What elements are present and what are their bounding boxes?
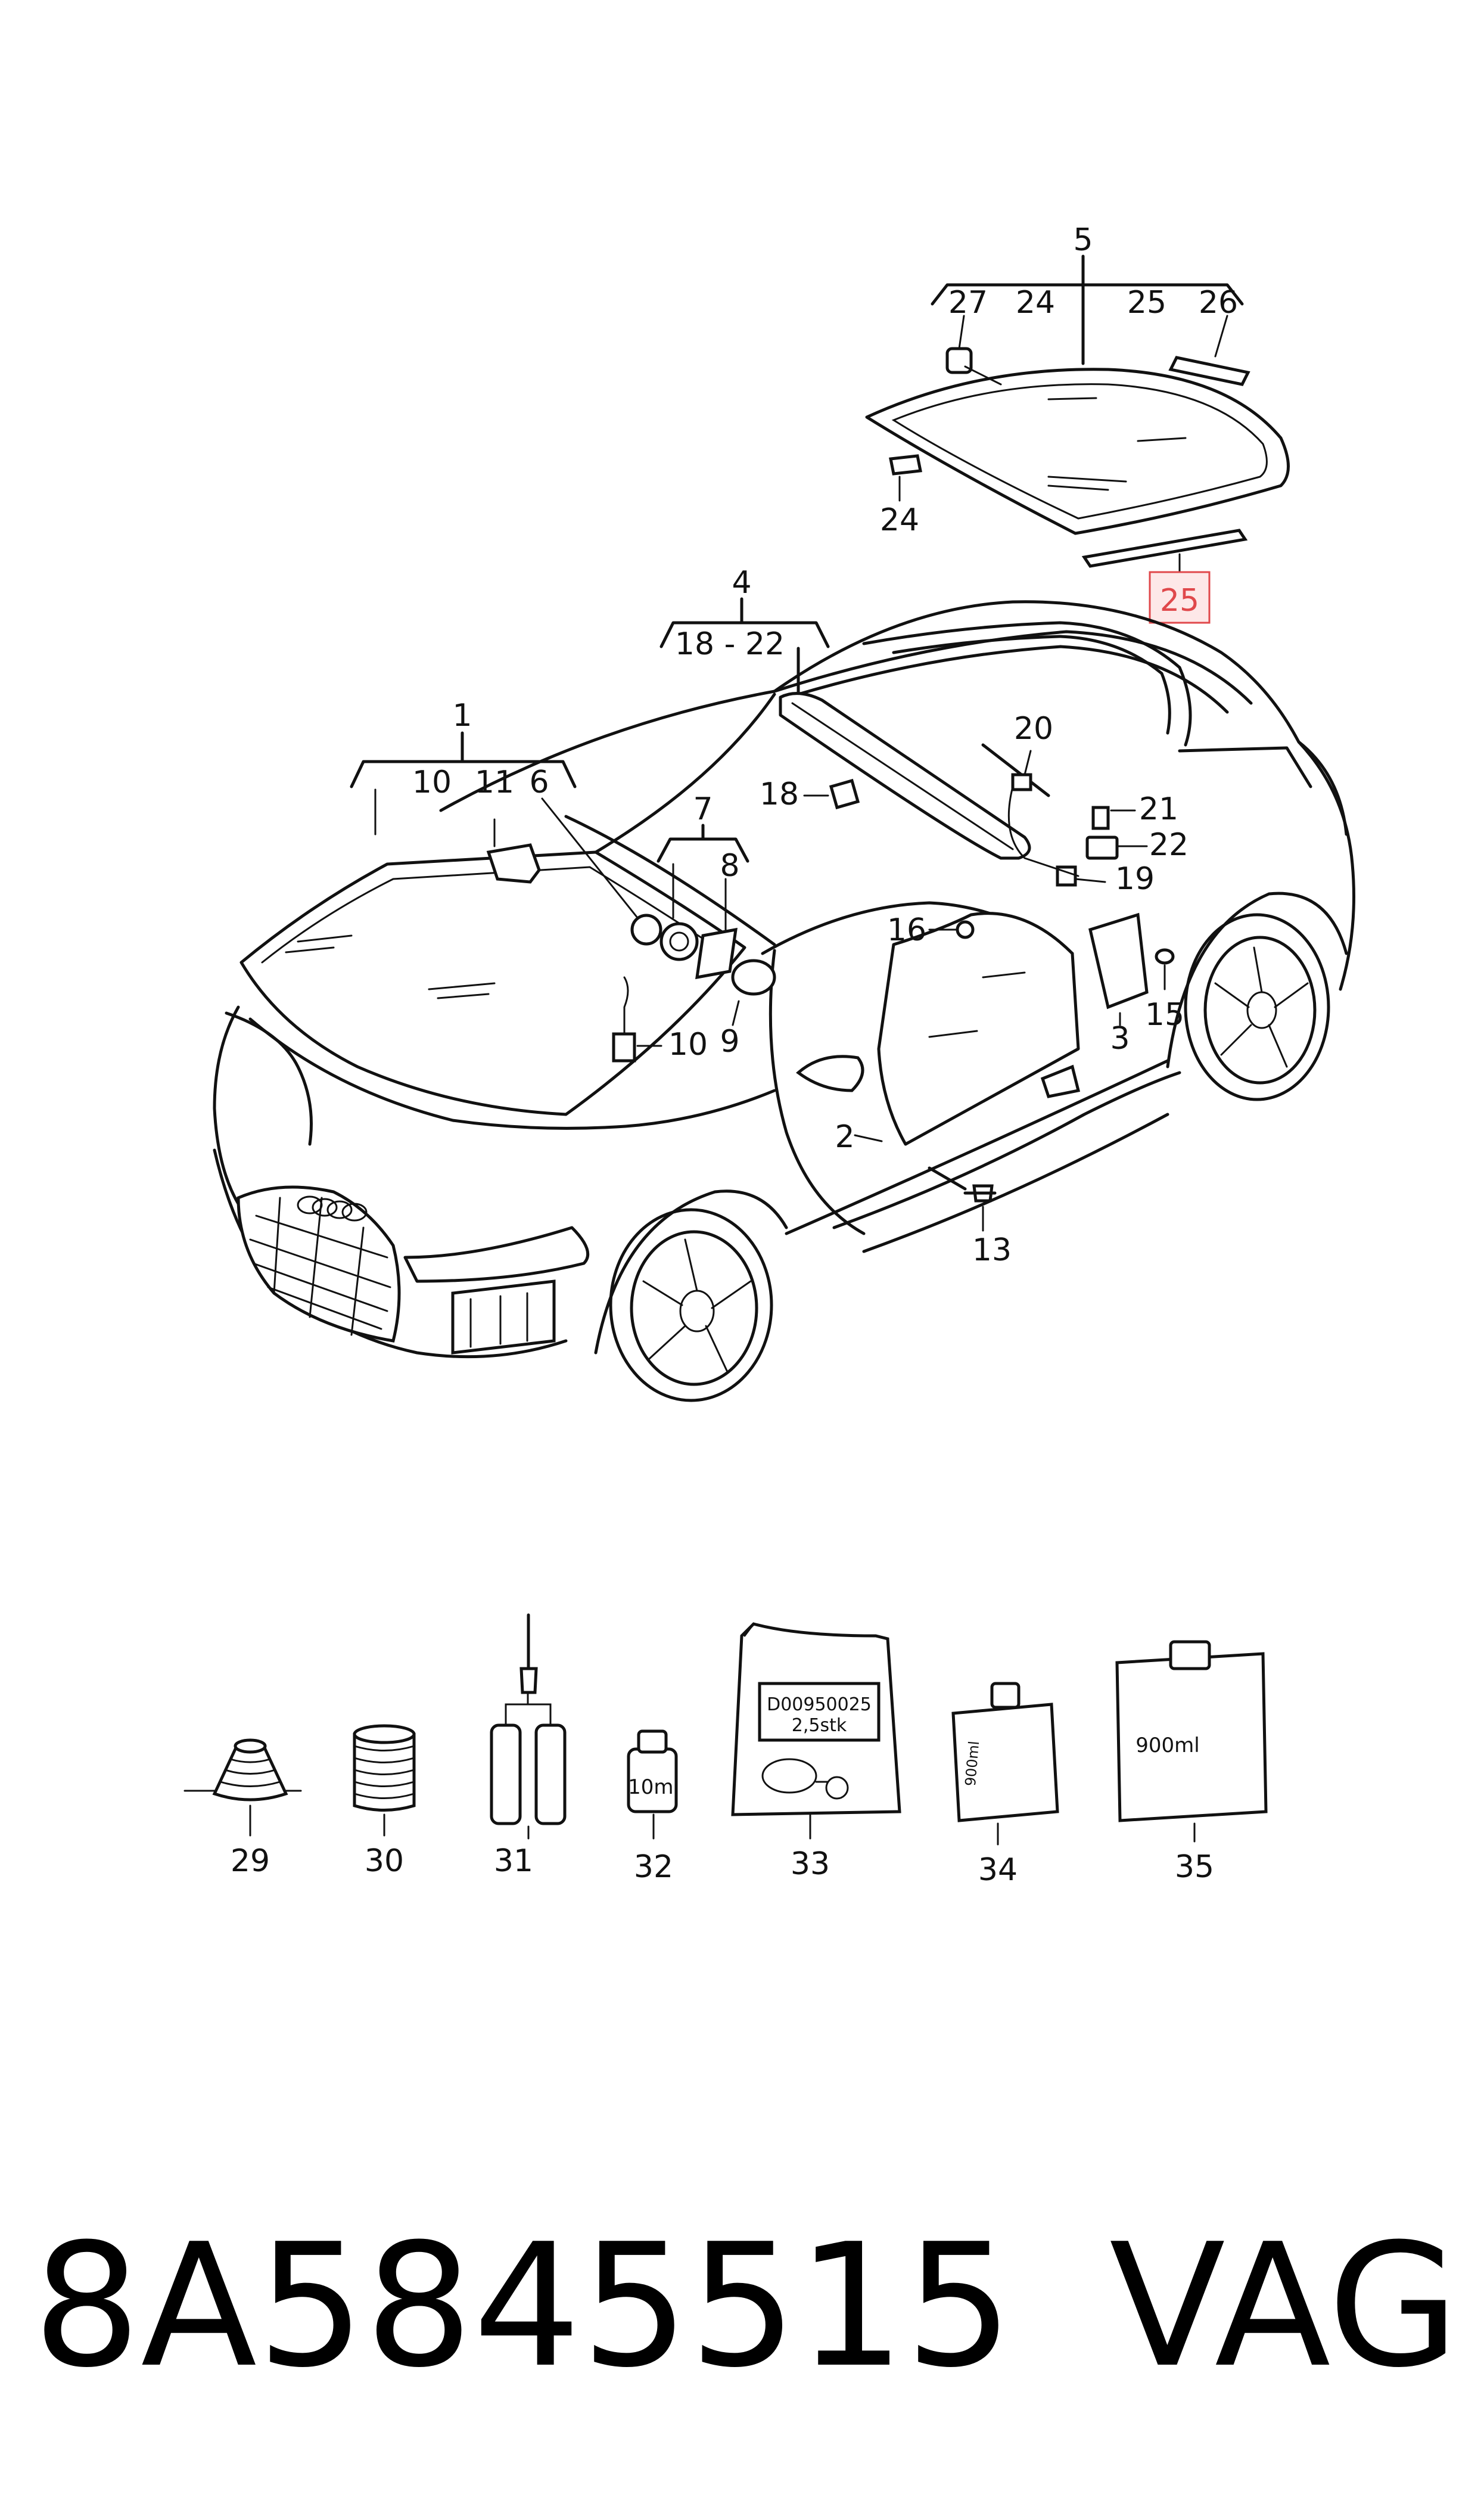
heater-connector[interactable] [945, 315, 1002, 386]
windshield-parts [350, 731, 776, 1063]
callout-13: 13 [972, 1232, 1012, 1268]
item-31-twin-cartridge[interactable]: 31 [490, 1613, 567, 1879]
callout-4: 4 [732, 565, 751, 601]
item-30-coil[interactable]: 30 [353, 1724, 416, 1879]
roof-parts [659, 597, 1175, 1232]
item-29-sealing-cord[interactable]: 29 [183, 1738, 302, 1879]
kit-label-line2: 2,5stk [792, 1715, 847, 1736]
sensor-pad[interactable] [695, 878, 738, 980]
callout-25a: 25 [1127, 285, 1166, 321]
side-mirror [796, 1055, 864, 1092]
roof-wiring-20[interactable] [981, 743, 1050, 797]
item-34-cleaner-900ml[interactable]: 900ml 34 [951, 1682, 1059, 1888]
rain-sensor-cover[interactable] [486, 818, 541, 884]
brand-name: VAG [1109, 2207, 1460, 2405]
label-10ml: 10ml [628, 1775, 679, 1799]
windshield-sensor-10[interactable] [612, 976, 662, 1063]
quarter-window[interactable] [1088, 912, 1149, 1010]
callout-11: 11 [475, 765, 514, 800]
kit-label-line1: D00950025 [767, 1694, 872, 1715]
roof-glass-panel[interactable] [779, 692, 1031, 860]
callout-24a: 24 [1016, 285, 1055, 321]
rear-wheel [1184, 913, 1330, 1101]
door-window-glass[interactable] [877, 912, 1080, 1146]
item-35-activator-900ml[interactable]: 900ml 35 [1115, 1640, 1268, 1885]
callout-16: 16 [887, 912, 926, 948]
callout-18: 18 [760, 776, 799, 812]
roof-connector-22[interactable] [1085, 835, 1148, 860]
label-900ml-34: 900ml [962, 1740, 983, 1787]
rear-window-seal[interactable] [1081, 529, 1248, 568]
accessories: 29 30 31 10ml 32 [183, 1613, 1268, 1888]
label-900ml-35: 900ml [1135, 1734, 1199, 1757]
highlight-box-25[interactable] [1149, 571, 1211, 624]
rear-window-assembly [865, 254, 1290, 624]
callout-24b: 24 [880, 502, 919, 538]
roof-buffer[interactable] [803, 778, 860, 810]
brand-rings [297, 1195, 368, 1222]
screw-13[interactable] [963, 1184, 997, 1232]
sensor-clip[interactable] [731, 959, 776, 1026]
callout-20: 20 [1014, 711, 1053, 747]
callout-18-22: 18 - 22 [675, 626, 785, 662]
callout-3: 3 [1110, 1021, 1130, 1057]
callout-31: 31 [494, 1843, 533, 1879]
callout-25b: 25 [1160, 583, 1199, 619]
callout-5: 5 [1073, 222, 1093, 258]
callout-1: 1 [452, 698, 472, 734]
roof-bracket-21[interactable] [1091, 806, 1136, 830]
callout-26: 26 [1199, 285, 1238, 321]
callout-21: 21 [1139, 791, 1178, 827]
callout-9: 9 [720, 1024, 739, 1060]
callout-33: 33 [791, 1846, 830, 1882]
callout-6: 6 [529, 765, 549, 800]
callout-7: 7 [693, 791, 713, 827]
callout-10b: 10 [668, 1027, 708, 1063]
glass-spacer[interactable] [889, 454, 922, 502]
callout-8: 8 [720, 848, 739, 884]
item-32-primer-10ml[interactable]: 10ml 32 [627, 1729, 679, 1885]
sensor-ring[interactable] [659, 922, 699, 961]
callout-27: 27 [948, 285, 988, 321]
callout-19: 19 [1115, 861, 1155, 897]
clip-15[interactable] [1155, 948, 1175, 990]
callout-labels: 1 10 11 6 10 7 8 9 4 18 - 22 18 20 21 22… [412, 222, 1238, 1268]
footer: 8A5845515 VAG [0, 2217, 1484, 2396]
callout-15: 15 [1145, 997, 1184, 1033]
part-number: 8A5845515 [33, 2207, 1013, 2405]
front-wheel [609, 1208, 773, 1402]
callout-10a: 10 [412, 765, 452, 800]
grommet-16[interactable] [928, 920, 975, 939]
callout-2: 2 [835, 1119, 854, 1155]
roof-connector-19[interactable] [1056, 865, 1106, 887]
rear-window-trim[interactable] [1168, 356, 1250, 386]
mirror-mount[interactable] [541, 797, 662, 946]
callout-32: 32 [634, 1849, 673, 1885]
rear-window-glass[interactable] [865, 368, 1290, 535]
callout-30: 30 [365, 1843, 404, 1879]
callout-22: 22 [1149, 827, 1189, 863]
callout-29: 29 [231, 1843, 270, 1879]
callout-35: 35 [1175, 1849, 1214, 1885]
callout-34: 34 [978, 1852, 1018, 1888]
item-33-kit[interactable]: D00950025 2,5stk 33 [731, 1622, 901, 1882]
